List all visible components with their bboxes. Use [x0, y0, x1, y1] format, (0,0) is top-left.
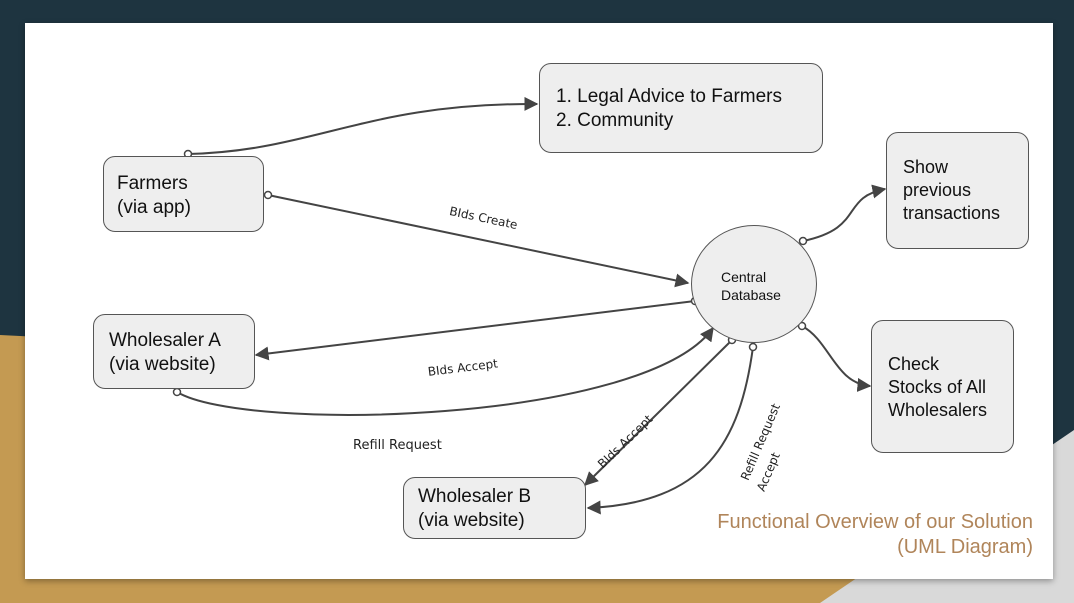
central-database-node: Central Database	[691, 225, 817, 343]
edge-start-dot	[172, 387, 182, 397]
wholesaler-a-node: Wholesaler A (via website)	[93, 314, 255, 389]
edge-farmers-to-database	[267, 194, 690, 288]
edge-start-dot	[748, 342, 758, 352]
edge-database-to-wholesaler-b	[584, 339, 733, 486]
refill-request-a-label: Refill Request	[353, 438, 442, 453]
edge-start-dot	[263, 190, 273, 200]
legal-advice-line-2: 2. Community	[556, 110, 674, 131]
edge-farmers-to-legal	[187, 96, 539, 155]
edge-database-to-wholesaler-a	[254, 300, 696, 361]
slide: 1. Legal Advice to Farmers 2. Community …	[25, 23, 1053, 579]
check-stocks-node: Check Stocks of All Wholesalers	[871, 320, 1014, 453]
farmers-line-1: Farmers	[117, 173, 188, 194]
show-transactions-line-3: transactions	[903, 203, 1001, 223]
check-stocks-line-3: Wholesalers	[888, 400, 988, 420]
wholesaler-a-line-1: Wholesaler A	[109, 330, 221, 351]
central-database-line-2: Database	[721, 287, 781, 303]
diagram-title-line-2: (UML Diagram)	[897, 536, 1033, 558]
diagram-title-line-1: Functional Overview of our Solution	[717, 511, 1033, 533]
connector-lines	[172, 96, 887, 515]
legal-advice-line-1: 1. Legal Advice to Farmers	[556, 86, 782, 107]
wholesaler-a-line-2: (via website)	[109, 354, 216, 375]
check-stocks-line-1: Check	[888, 354, 940, 374]
show-transactions-line-2: previous	[903, 180, 972, 200]
edge-start-dot	[797, 321, 807, 331]
check-stocks-line-2: Stocks of All	[888, 377, 987, 397]
farmers-line-2: (via app)	[117, 197, 191, 218]
edge-database-to-stocks	[801, 325, 872, 392]
show-transactions-line-1: Show	[903, 157, 949, 177]
legal-advice-node: 1. Legal Advice to Farmers 2. Community	[539, 63, 823, 153]
wholesaler-b-line-1: Wholesaler B	[418, 486, 531, 507]
show-transactions-node: Show previous transactions	[886, 132, 1029, 249]
central-database-line-1: Central	[721, 269, 767, 285]
farmers-node: Farmers (via app)	[103, 156, 264, 232]
edge-wholesaler-b-to-database	[586, 346, 754, 515]
edge-start-dot	[798, 236, 808, 246]
edge-database-to-transactions	[802, 184, 887, 242]
wholesaler-b-line-2: (via website)	[418, 510, 525, 531]
wholesaler-b-node: Wholesaler B (via website)	[403, 477, 586, 539]
edge-wholesaler-a-to-database	[176, 326, 714, 416]
